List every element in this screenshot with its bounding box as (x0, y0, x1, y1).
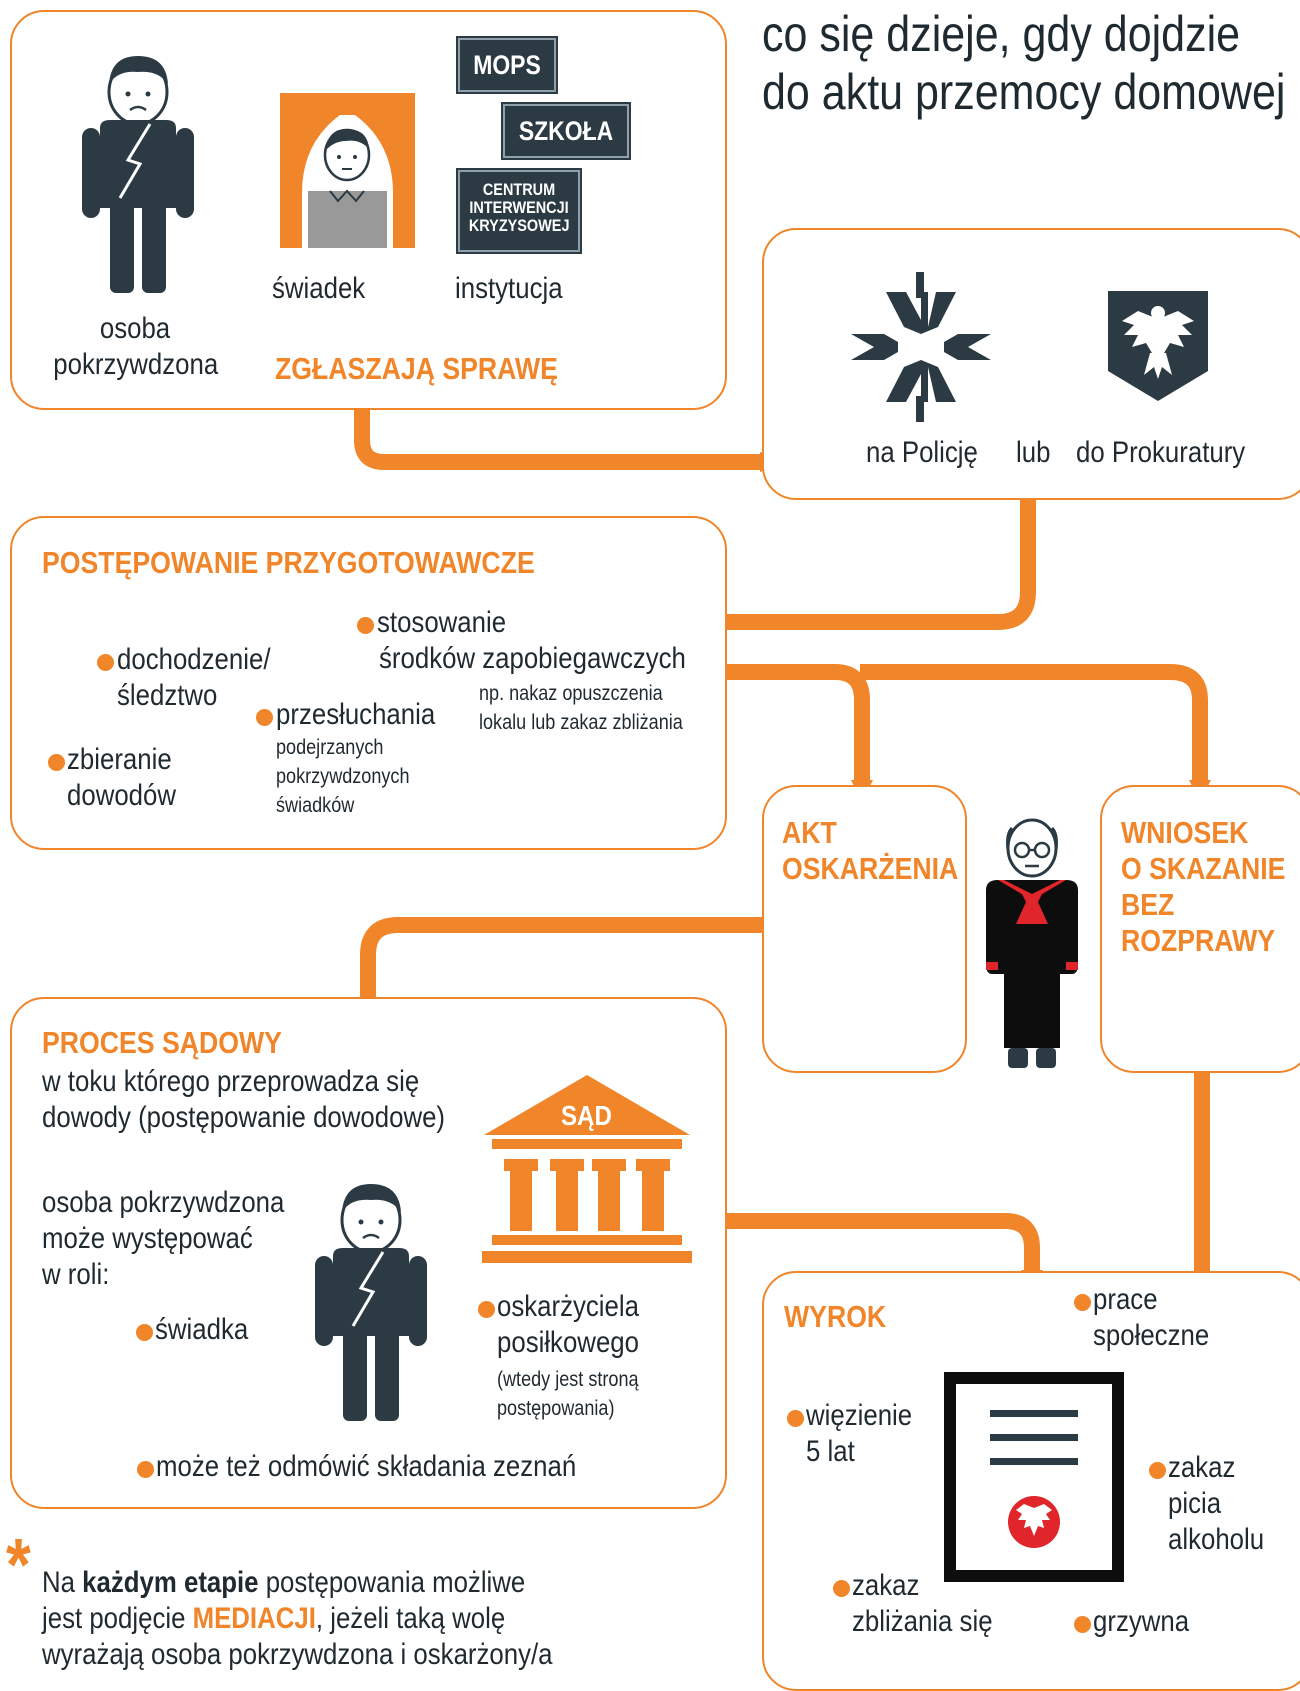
victim-label-line-2: pokrzywdzona (53, 348, 219, 381)
approach-ban-line-1: zakaz (852, 1569, 920, 1602)
measures-line-2: środków zapobiegawczych (379, 642, 686, 675)
indictment-line-1: AKT (782, 815, 837, 850)
measures-line-1: stosowanie (377, 606, 507, 639)
footnote-text: Na (42, 1566, 83, 1599)
footnote-mediation: MEDIACJI (192, 1602, 316, 1635)
witness-curtain-icon (280, 93, 415, 248)
trial-desc-line-1: w toku którego przeprowadza się (42, 1065, 420, 1098)
or-label: lub (1016, 436, 1051, 469)
prosecutor-office-label: do Prokuratury (1076, 436, 1246, 469)
bullet (1149, 1462, 1166, 1479)
refuse-testimony: może też odmówić składania zeznań (156, 1450, 577, 1483)
community-work-line-1: prace (1093, 1283, 1158, 1316)
trial-desc-line-2: dowody (postępowanie dowodowe) (42, 1101, 446, 1134)
interrogation-label: przesłuchania (276, 698, 436, 731)
bullet (833, 1580, 850, 1597)
indictment-box (762, 785, 967, 1073)
prison-line-1: więzienie (806, 1399, 913, 1432)
motion-line-3: BEZ (1121, 887, 1175, 922)
prison-line-2: 5 lat (806, 1435, 855, 1468)
arrow-preparatory-to-indictment (725, 664, 870, 780)
measures-note-line-1: np. nakaz opuszczenia (479, 682, 663, 705)
bullet (1074, 1294, 1091, 1311)
motion-line-4: ROZPRAWY (1121, 923, 1276, 958)
arrow-preparatory-to-motion (860, 664, 1208, 780)
bullet (357, 617, 374, 634)
police-label: na Policję (866, 436, 978, 469)
alcohol-ban-line-3: alkoholu (1168, 1523, 1265, 1556)
trial-role-line-1: osoba pokrzywdzona (42, 1186, 285, 1219)
footnote-text: , jeżeli taką wolę (315, 1602, 506, 1635)
interrogation-victims: pokrzywdzonych (276, 765, 410, 788)
verdict-heading: WYROK (784, 1299, 887, 1334)
role-prosecutor-line-1: oskarżyciela (497, 1290, 639, 1323)
trial-role-line-3: w roli: (42, 1258, 110, 1291)
evidence-line-1: zbieranie (67, 743, 172, 776)
arrow-police-to-preparatory (708, 492, 1036, 630)
role-witness: świadka (155, 1313, 249, 1346)
footnote-text: postępowania możliwe (258, 1566, 526, 1599)
victim-figure-icon-small (315, 1184, 427, 1421)
role-prosecutor-note-1: (wtedy jest stroną (497, 1368, 639, 1391)
investigation-line-1: dochodzenie/ (117, 643, 271, 676)
indictment-line-2: OSKARŻENIA (782, 851, 959, 886)
alcohol-ban-line-2: picia (1168, 1487, 1222, 1520)
sign-mops: MOPS (456, 36, 558, 94)
report-to-box (762, 228, 1300, 500)
preparatory-heading: POSTĘPOWANIE PRZYGOTOWAWCZE (42, 545, 535, 580)
footnote-emphasis: każdym etapie (82, 1566, 259, 1599)
witness-label: świadek (272, 272, 366, 305)
footnote-line-1: Na każdym etapie postępowania możliwe (42, 1566, 525, 1600)
bullet (137, 1461, 154, 1478)
measures-note-line-2: lokalu lub zakaz zbliżania (479, 711, 683, 734)
community-work-line-2: społeczne (1093, 1319, 1210, 1352)
polish-eagle-shield-icon (1108, 291, 1208, 401)
motion-box (1100, 785, 1300, 1073)
investigation-line-2: śledztwo (117, 679, 218, 712)
arrow-indictment-to-trial (360, 917, 762, 1008)
motion-line-2: O SKAZANIE (1121, 851, 1286, 886)
bullet (1074, 1616, 1091, 1633)
page-title-line-2: do aktu przemocy domowej (762, 64, 1286, 120)
institution-label: instytucja (455, 272, 563, 305)
bullet (136, 1324, 153, 1341)
alcohol-ban-line-1: zakaz (1168, 1451, 1236, 1484)
reporting-heading: ZGŁASZAJĄ SPRAWĘ (275, 351, 558, 386)
verdict-document-icon (944, 1372, 1124, 1582)
footnote-line-2: jest podjęcie MEDIACJI, jeżeli taką wolę (42, 1602, 505, 1636)
approach-ban-line-2: zbliżania się (852, 1605, 993, 1638)
arrow-report-to-police (354, 408, 760, 470)
sign-szkola: SZKOŁA (501, 102, 631, 160)
bullet (48, 754, 65, 771)
interrogation-suspects: podejrzanych (276, 736, 384, 759)
footnote-text: jest podjęcie (42, 1602, 193, 1635)
trial-heading: PROCES SĄDOWY (42, 1025, 282, 1060)
victim-label-line-1: osoba (99, 312, 171, 345)
bullet (478, 1301, 495, 1318)
motion-line-1: WNIOSEK (1121, 815, 1249, 850)
fine-label: grzywna (1093, 1605, 1190, 1638)
interrogation-witnesses: świadków (276, 794, 355, 817)
bullet (256, 709, 273, 726)
victim-figure-icon (82, 56, 194, 293)
footnote-line-3: wyrażają osoba pokrzywdzona i oskarżony/… (42, 1638, 553, 1671)
court-building-icon (482, 1075, 692, 1263)
court-sign-label: SĄD (561, 1100, 612, 1131)
role-prosecutor-line-2: posiłkowego (497, 1326, 639, 1359)
role-prosecutor-note-2: postępowania) (497, 1397, 615, 1420)
arrow-trial-to-verdict (725, 1213, 1040, 1270)
page-title-line-1: co się dzieje, gdy dojdzie (762, 6, 1241, 62)
footnote-asterisk: * (6, 1523, 31, 1606)
bullet (787, 1410, 804, 1427)
police-star-icon (851, 272, 991, 422)
bullet (97, 654, 114, 671)
trial-role-line-2: może występować (42, 1222, 253, 1255)
evidence-line-2: dowodów (67, 779, 177, 812)
judge-figure-icon (986, 818, 1078, 1068)
preparatory-box (10, 516, 727, 850)
